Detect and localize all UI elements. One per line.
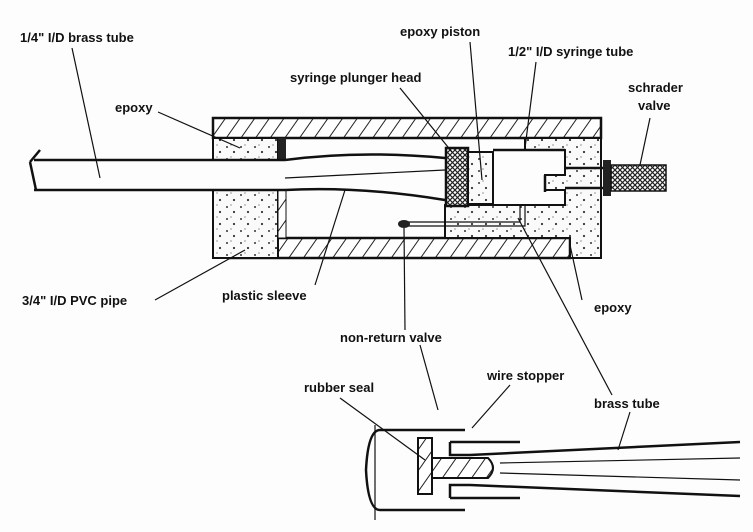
label-epoxy-piston: epoxy piston — [400, 24, 480, 39]
label-valve: valve — [638, 98, 671, 113]
label-brass-tube: brass tube — [594, 396, 660, 411]
label-brass-tube-quarter: 1/4" I/D brass tube — [20, 30, 134, 45]
leader-lines — [71, 41, 651, 461]
label-epoxy-right: epoxy — [594, 300, 632, 315]
seal-top — [278, 138, 286, 160]
label-rubber-seal: rubber seal — [304, 380, 374, 395]
label-epoxy-left: epoxy — [115, 100, 153, 115]
plastic-sleeve — [284, 169, 446, 179]
seal-bottom — [277, 189, 287, 239]
pvc-wall-top — [211, 116, 603, 140]
label-pvc-pipe: 3/4" I/D PVC pipe — [22, 293, 127, 308]
epoxy-left-bottom — [212, 189, 279, 259]
valve-detail-inset — [364, 425, 741, 520]
epoxy-left-top — [212, 137, 279, 161]
label-plastic-sleeve: plastic sleeve — [222, 288, 307, 303]
pvc-wall-bottom — [228, 236, 572, 260]
pvc-pipe-body — [211, 116, 603, 260]
label-non-return-valve: non-return valve — [340, 330, 442, 345]
brass-tube-quarter — [28, 149, 446, 202]
wire-stopper-part — [448, 440, 520, 500]
schrader-valve — [565, 160, 667, 196]
label-schrader: schrader — [628, 80, 683, 95]
rubber-seal-part — [417, 437, 433, 495]
label-plunger-head: syringe plunger head — [290, 70, 422, 85]
label-wire-stopper: wire stopper — [486, 368, 564, 383]
plunger-head — [444, 146, 470, 208]
label-syringe-tube: 1/2" I/D syringe tube — [508, 44, 633, 59]
non-return-valve-mark — [398, 220, 410, 228]
